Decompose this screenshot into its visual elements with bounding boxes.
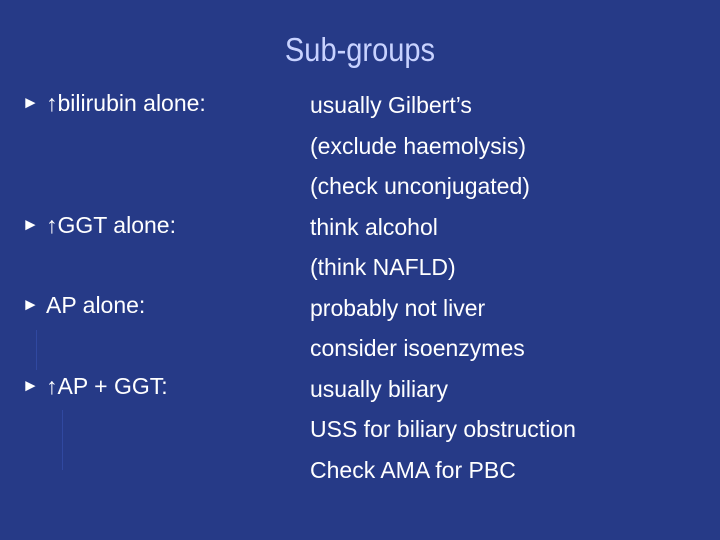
note-line: usually Gilbert’s <box>310 92 472 118</box>
bullet-arrow-icon: ► <box>22 215 39 234</box>
note-line: think alcohol <box>310 213 438 240</box>
bullet-label: ↑bilirubin alone: <box>46 89 206 116</box>
notes-column: usually Gilbert’s (exclude haemolysis) (… <box>310 85 710 490</box>
bullet-label: AP alone: <box>46 291 146 318</box>
bullet-list: ► ↑bilirubin alone: ► ↑GGT alone: ► AP a… <box>0 0 300 540</box>
bullet-arrow-icon: ► <box>22 295 39 314</box>
note-line: (exclude haemolysis) <box>310 132 527 159</box>
bullet-label: ↑AP + GGT: <box>46 372 168 399</box>
note-line: (check unconjugated) <box>310 173 530 199</box>
note-line: Check AMA for PBC <box>310 456 516 483</box>
decorative-line <box>36 330 37 370</box>
slide-title: Sub-groups <box>284 31 436 68</box>
bullet-item-bilirubin: ► ↑bilirubin alone: <box>22 85 206 121</box>
bullet-arrow-icon: ► <box>22 93 39 112</box>
note-line: usually biliary <box>310 375 449 402</box>
bullet-item-ggt: ► ↑GGT alone: <box>22 207 176 243</box>
bullet-item-ap: ► AP alone: <box>22 287 145 323</box>
bullet-label: ↑GGT alone: <box>46 211 176 238</box>
bullet-arrow-icon: ► <box>22 376 39 395</box>
note-line: USS for biliary obstruction <box>310 416 576 442</box>
bullet-item-ap-ggt: ► ↑AP + GGT: <box>22 368 168 404</box>
note-line: consider isoenzymes <box>310 335 525 361</box>
decorative-line <box>62 410 63 470</box>
note-line: probably not liver <box>310 294 486 321</box>
note-line: (think NAFLD) <box>310 254 456 280</box>
